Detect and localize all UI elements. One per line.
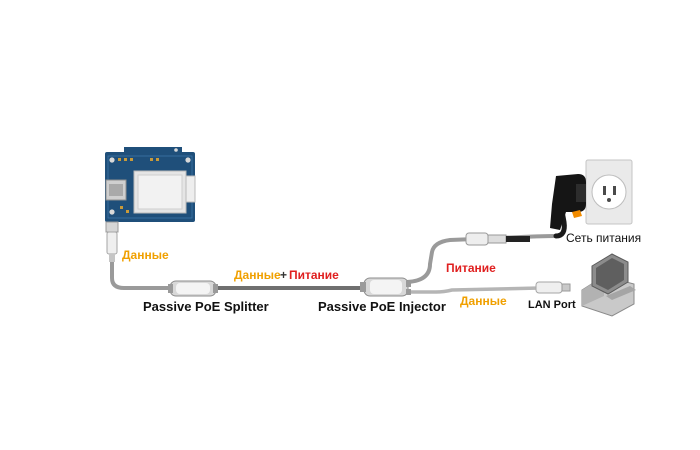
dc-connector [465,232,530,246]
label-injector: Passive PoE Injector [318,299,446,314]
power-plug-icon [550,174,586,230]
circuit-board-icon [105,147,196,222]
label-plus: + [280,268,288,282]
cable-injector-to-mains [402,234,558,284]
poe-injector-icon [360,277,411,297]
label-power-right: Питание [446,261,496,275]
label-splitter: Passive PoE Splitter [143,299,269,314]
label-lan-port: LAN Port [528,299,576,311]
label-data-top: Данные [122,248,169,262]
ethernet-plug-lan [535,281,571,294]
label-data-mid: Данные [234,268,281,282]
poe-splitter-icon [168,280,218,297]
ethernet-plug-board [105,221,119,262]
label-power-mid: Питание [289,268,339,282]
label-data-right: Данные [460,294,507,308]
cable-injector-to-lan [402,286,542,294]
computer-icon [581,253,636,317]
cable-board-to-splitter [110,260,174,290]
cable-power-lead [553,197,567,239]
wall-socket-icon [585,159,633,225]
label-mains: Сеть питания [566,231,642,245]
